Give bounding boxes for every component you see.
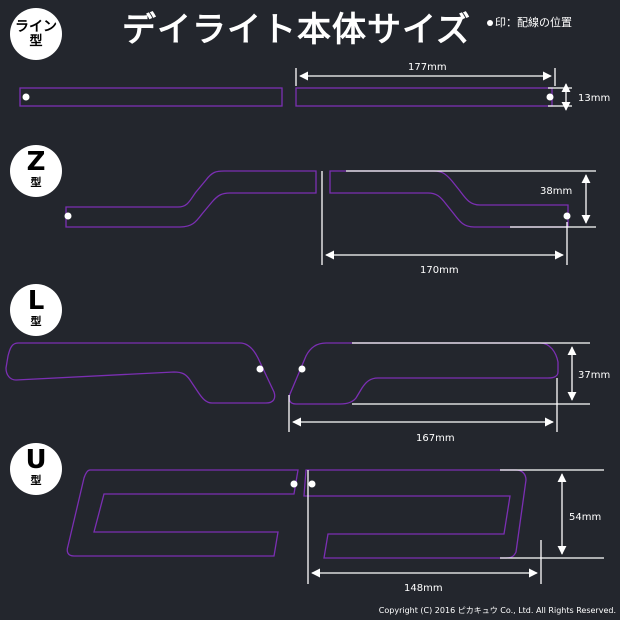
badge-line-sub: 型	[29, 34, 43, 49]
z-left-piece	[65, 170, 317, 228]
badge-l-main: L	[27, 286, 45, 316]
dim-label-167: 167mm	[416, 433, 455, 444]
dim-label-170: 170mm	[420, 265, 459, 276]
wiring-dot	[546, 93, 554, 101]
u-right-piece	[303, 469, 527, 559]
u-left-piece	[66, 469, 299, 557]
dim-label-13: 13mm	[578, 93, 610, 104]
dim-label-37: 37mm	[578, 370, 610, 381]
legend-text: 印：配線の位置	[495, 16, 572, 29]
dim-label-177: 177mm	[408, 62, 447, 73]
badge-l-type: L 型	[10, 284, 62, 336]
wiring-dot	[64, 212, 72, 220]
badge-z-sub: 型	[30, 176, 42, 189]
badge-line-main: ライン	[15, 19, 57, 35]
badge-line-type: ライン 型	[10, 8, 62, 60]
wiring-dot	[22, 93, 30, 101]
line-right-piece	[295, 87, 553, 107]
z-right-piece	[329, 170, 569, 228]
badge-z-main: Z	[26, 147, 46, 177]
z-type-diagram: 38mm 170mm	[64, 170, 596, 276]
badge-u-type: U 型	[10, 443, 62, 495]
badge-u-main: U	[25, 445, 47, 475]
dim-label-38: 38mm	[540, 186, 572, 197]
badge-z-type: Z 型	[10, 145, 62, 197]
badge-u-sub: 型	[30, 474, 42, 487]
copyright: Copyright (C) 2016 ピカキュウ Co., Ltd. All R…	[378, 606, 616, 615]
l-left-piece	[5, 342, 276, 404]
l-right-piece	[288, 342, 559, 405]
line-left-piece	[19, 87, 283, 107]
wiring-dot	[290, 480, 298, 488]
wiring-dot	[298, 365, 306, 373]
wiring-dot	[308, 480, 316, 488]
wiring-legend: 印：配線の位置	[487, 14, 572, 30]
dim-label-148: 148mm	[404, 583, 443, 594]
badge-l-sub: 型	[30, 315, 42, 328]
wiring-dot	[563, 212, 571, 220]
wiring-dot	[256, 365, 264, 373]
line-type-diagram: 177mm 13mm	[19, 62, 610, 111]
u-type-diagram: 54mm 148mm	[66, 469, 604, 594]
l-type-diagram: 37mm 167mm	[5, 342, 610, 444]
dim-label-54: 54mm	[569, 512, 601, 523]
wiring-dot-icon	[487, 20, 493, 26]
page-title: デイライト本体サイズ	[122, 10, 471, 50]
